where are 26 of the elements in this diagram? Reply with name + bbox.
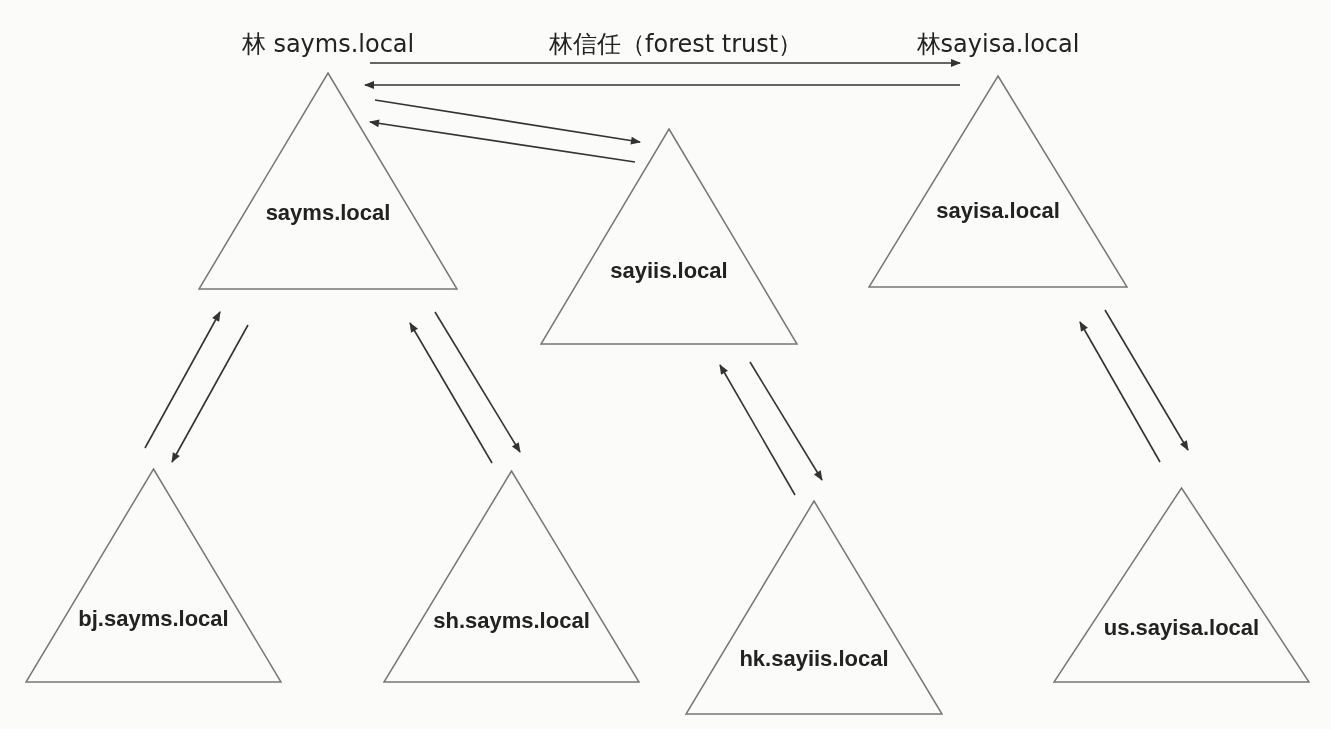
arrow	[369, 59, 961, 67]
forest-heading: 林 sayms.local	[240, 29, 416, 60]
arrow	[749, 361, 823, 481]
triangle-node	[383, 470, 640, 683]
domain-label: us.sayisa.local	[1102, 615, 1261, 641]
arrow	[719, 364, 796, 496]
arrow	[434, 311, 521, 453]
domain-label: sayisa.local	[935, 198, 1061, 224]
arrow	[409, 322, 493, 464]
arrow	[1079, 321, 1161, 463]
triangle-node	[685, 500, 943, 715]
domain-label: sh.sayms.local	[432, 608, 591, 634]
triangle-node	[1053, 487, 1310, 683]
arrow	[374, 99, 641, 145]
domain-label: hk.sayiis.local	[738, 646, 890, 672]
arrow	[171, 324, 249, 463]
forest-heading: 林sayisa.local	[915, 29, 1081, 60]
domain-label: sayms.local	[264, 200, 392, 226]
arrow	[364, 81, 961, 89]
triangle-node	[25, 468, 282, 683]
arrow	[1104, 309, 1189, 451]
domain-label: sayiis.local	[609, 258, 729, 284]
triangle-node	[540, 128, 798, 345]
domain-label: bj.sayms.local	[77, 606, 230, 632]
arrow	[144, 311, 221, 449]
arrow	[369, 119, 636, 163]
